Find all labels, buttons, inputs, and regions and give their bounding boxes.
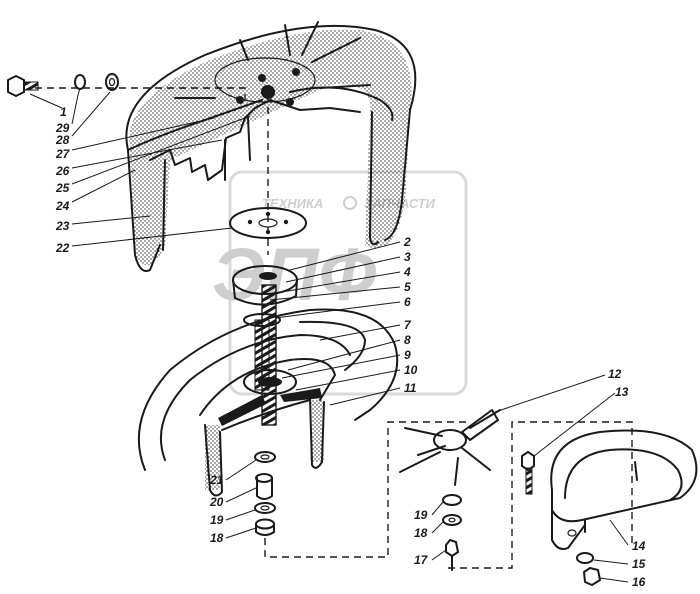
- callout-10: 10: [404, 363, 418, 377]
- callout-11: 11: [404, 381, 417, 395]
- routing-line-lower: [264, 421, 470, 558]
- callout-18-left: 18: [210, 531, 224, 545]
- callout-12: 12: [608, 367, 622, 381]
- leader-lines: [29, 87, 629, 583]
- callout-18-right: 18: [414, 526, 428, 540]
- fan-shroud: [125, 21, 417, 272]
- callout-2: 2: [403, 235, 411, 249]
- callout-1: 1: [60, 105, 67, 119]
- small-fan-rotor: [399, 409, 501, 571]
- callout-29: 29: [55, 121, 70, 135]
- callout-26: 26: [55, 164, 70, 178]
- callout-24: 24: [55, 199, 70, 213]
- lower-small-parts-left: [254, 451, 276, 536]
- callout-23: 23: [55, 219, 70, 233]
- callout-28: 28: [55, 133, 70, 147]
- bolt-and-washers: [7, 73, 119, 97]
- callout-19-left: 19: [210, 513, 224, 527]
- callout-27: 27: [55, 147, 71, 161]
- callout-15: 15: [632, 557, 646, 571]
- callout-21: 21: [209, 473, 224, 487]
- washer-plate: [229, 207, 307, 239]
- callout-17: 17: [414, 553, 429, 567]
- routing-line-right: [448, 421, 633, 569]
- callout-4: 4: [403, 265, 411, 279]
- callout-14: 14: [632, 539, 646, 553]
- callout-22: 22: [55, 241, 70, 255]
- callout-3: 3: [404, 250, 411, 264]
- callout-19-right: 19: [414, 508, 428, 522]
- impeller-disk: [137, 308, 399, 497]
- callout-16: 16: [632, 575, 646, 589]
- callout-8: 8: [404, 333, 411, 347]
- callout-20: 20: [209, 495, 224, 509]
- gear-icon: [343, 196, 357, 210]
- callout-6: 6: [404, 295, 411, 309]
- watermark-line1-left: ТЕХНИКА: [262, 196, 323, 211]
- threaded-shaft: [243, 284, 281, 426]
- callout-13: 13: [615, 385, 629, 399]
- callout-25: 25: [55, 181, 70, 195]
- shroud-vanes: [174, 21, 371, 99]
- routing-line-top: [35, 87, 246, 100]
- callout-labels: 1 29 28 27 26 25 24 23 22 21 20 19 18 2 …: [55, 105, 646, 589]
- hose-clamp: [521, 429, 698, 586]
- callout-5: 5: [404, 280, 411, 294]
- watermark: ТЕХНИКА ЗАПЧАСТИ ЭПФ: [212, 170, 468, 396]
- callout-9: 9: [404, 348, 411, 362]
- callout-7: 7: [404, 318, 412, 332]
